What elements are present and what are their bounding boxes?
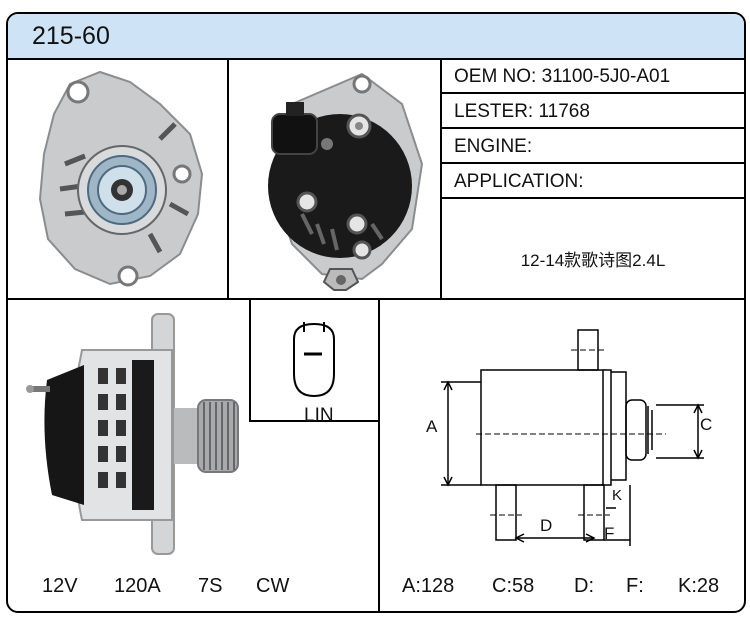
dim-f-label: F [604,524,615,543]
dim-a-value: A:128 [402,575,455,597]
divider [440,58,442,298]
dimension-drawing [441,329,704,546]
dim-c-value: C:58 [492,575,535,597]
dim-a-label: A [426,417,438,436]
dim-k-label: K [612,487,623,504]
oem-number: OEM NO: 31100-5J0-A01 [454,66,671,87]
divider [442,92,744,94]
dim-c-label: C [700,415,713,434]
divider [227,58,229,298]
divider [249,420,378,422]
product-card: 215-60 OEM NO: 31100-5J0-A01 LESTER: 117… [6,12,746,613]
dim-d-label: D [540,516,553,535]
dim-k-value: K:28 [678,575,720,597]
plug-label: LIN [304,405,334,426]
divider [442,197,744,199]
dim-d-value: D: [574,575,594,597]
divider [442,127,744,129]
dim-f-value: F: [626,575,644,597]
application-label: APPLICATION: [454,171,584,192]
alternator-front-view [38,70,204,287]
engine-label: ENGINE: [454,136,533,157]
alternator-rear-view [268,72,424,291]
divider [378,300,380,611]
alternator-side-view [26,313,239,555]
rotation-value: CW [256,575,290,597]
part-number-title: 215-60 [32,22,110,50]
voltage-value: 12V [42,575,78,597]
amperage-value: 120A [114,575,161,597]
divider [249,300,251,422]
connector-plug-icon [293,322,335,398]
divider [442,162,744,164]
header-bar: 215-60 [8,14,744,60]
pulley-value: 7S [198,575,223,597]
application-text: 12-14款歌诗图2.4L [520,251,666,270]
divider [8,298,744,300]
lester-number: LESTER: 11768 [454,101,590,122]
